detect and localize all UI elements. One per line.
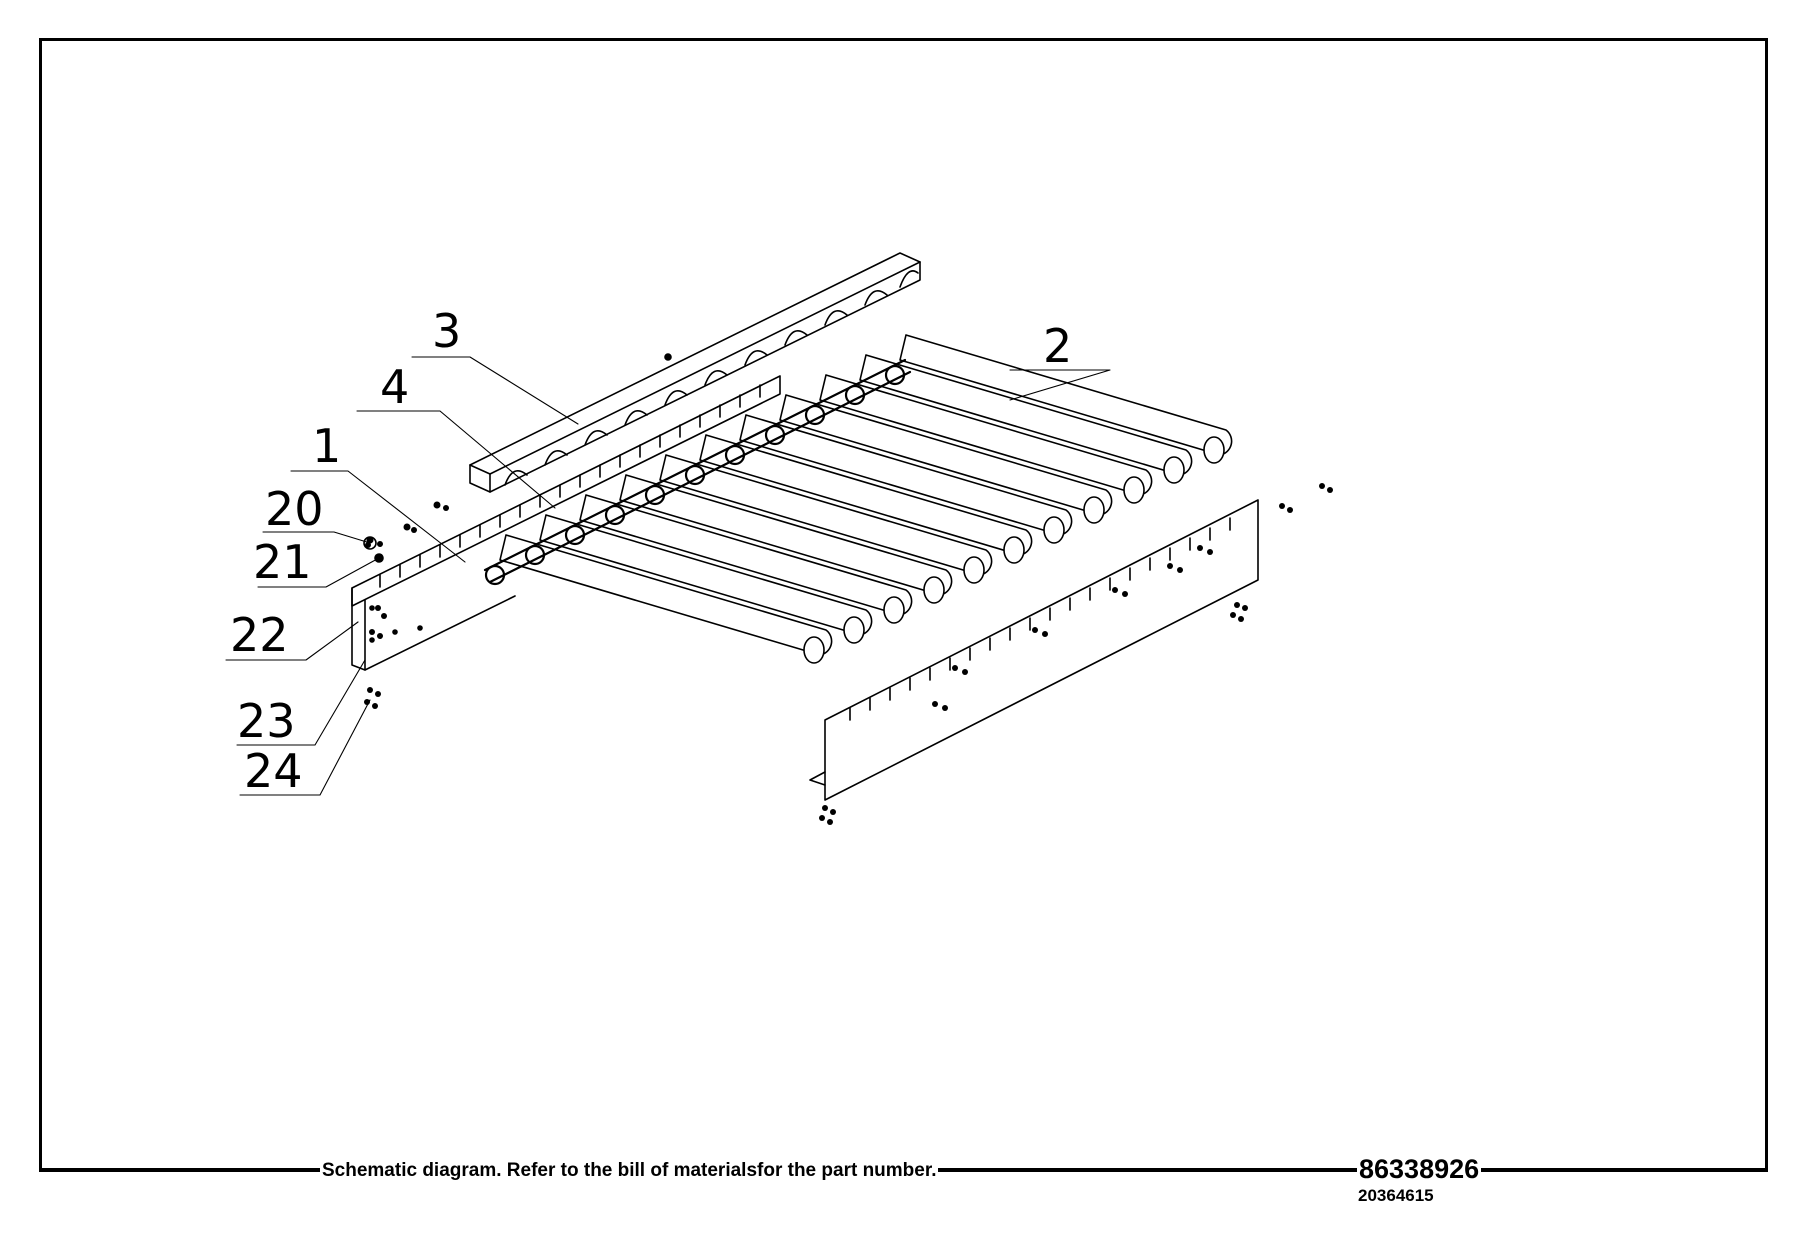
- callout-labels: 3 4 1 2 20 21 22 23 24: [230, 304, 1072, 798]
- part-2-roller-set: [499, 334, 1233, 656]
- document-number: 86338926: [1357, 1153, 1482, 1185]
- part-4-chain-drive: [483, 358, 912, 586]
- right-side-frame: [809, 499, 1259, 801]
- callout-4: 4: [380, 360, 409, 414]
- callout-23: 23: [237, 694, 296, 748]
- schematic-note: Schematic diagram. Refer to the bill of …: [320, 1160, 939, 1182]
- sub-number: 20364615: [1358, 1186, 1434, 1205]
- callout-1: 1: [312, 419, 341, 473]
- part-3-top-rail: [469, 252, 921, 493]
- drawing-frame: [39, 38, 1768, 1172]
- callout-20: 20: [265, 482, 324, 536]
- roller-end-caps: [803, 436, 1225, 664]
- part-20-washer: [363, 536, 377, 550]
- callout-21: 21: [253, 535, 312, 589]
- callout-2: 2: [1043, 319, 1072, 373]
- callout-24: 24: [244, 744, 303, 798]
- fasteners: [364, 483, 1333, 825]
- callout-3: 3: [432, 304, 461, 358]
- leader-lines: [225, 356, 1111, 796]
- callout-22: 22: [230, 608, 289, 662]
